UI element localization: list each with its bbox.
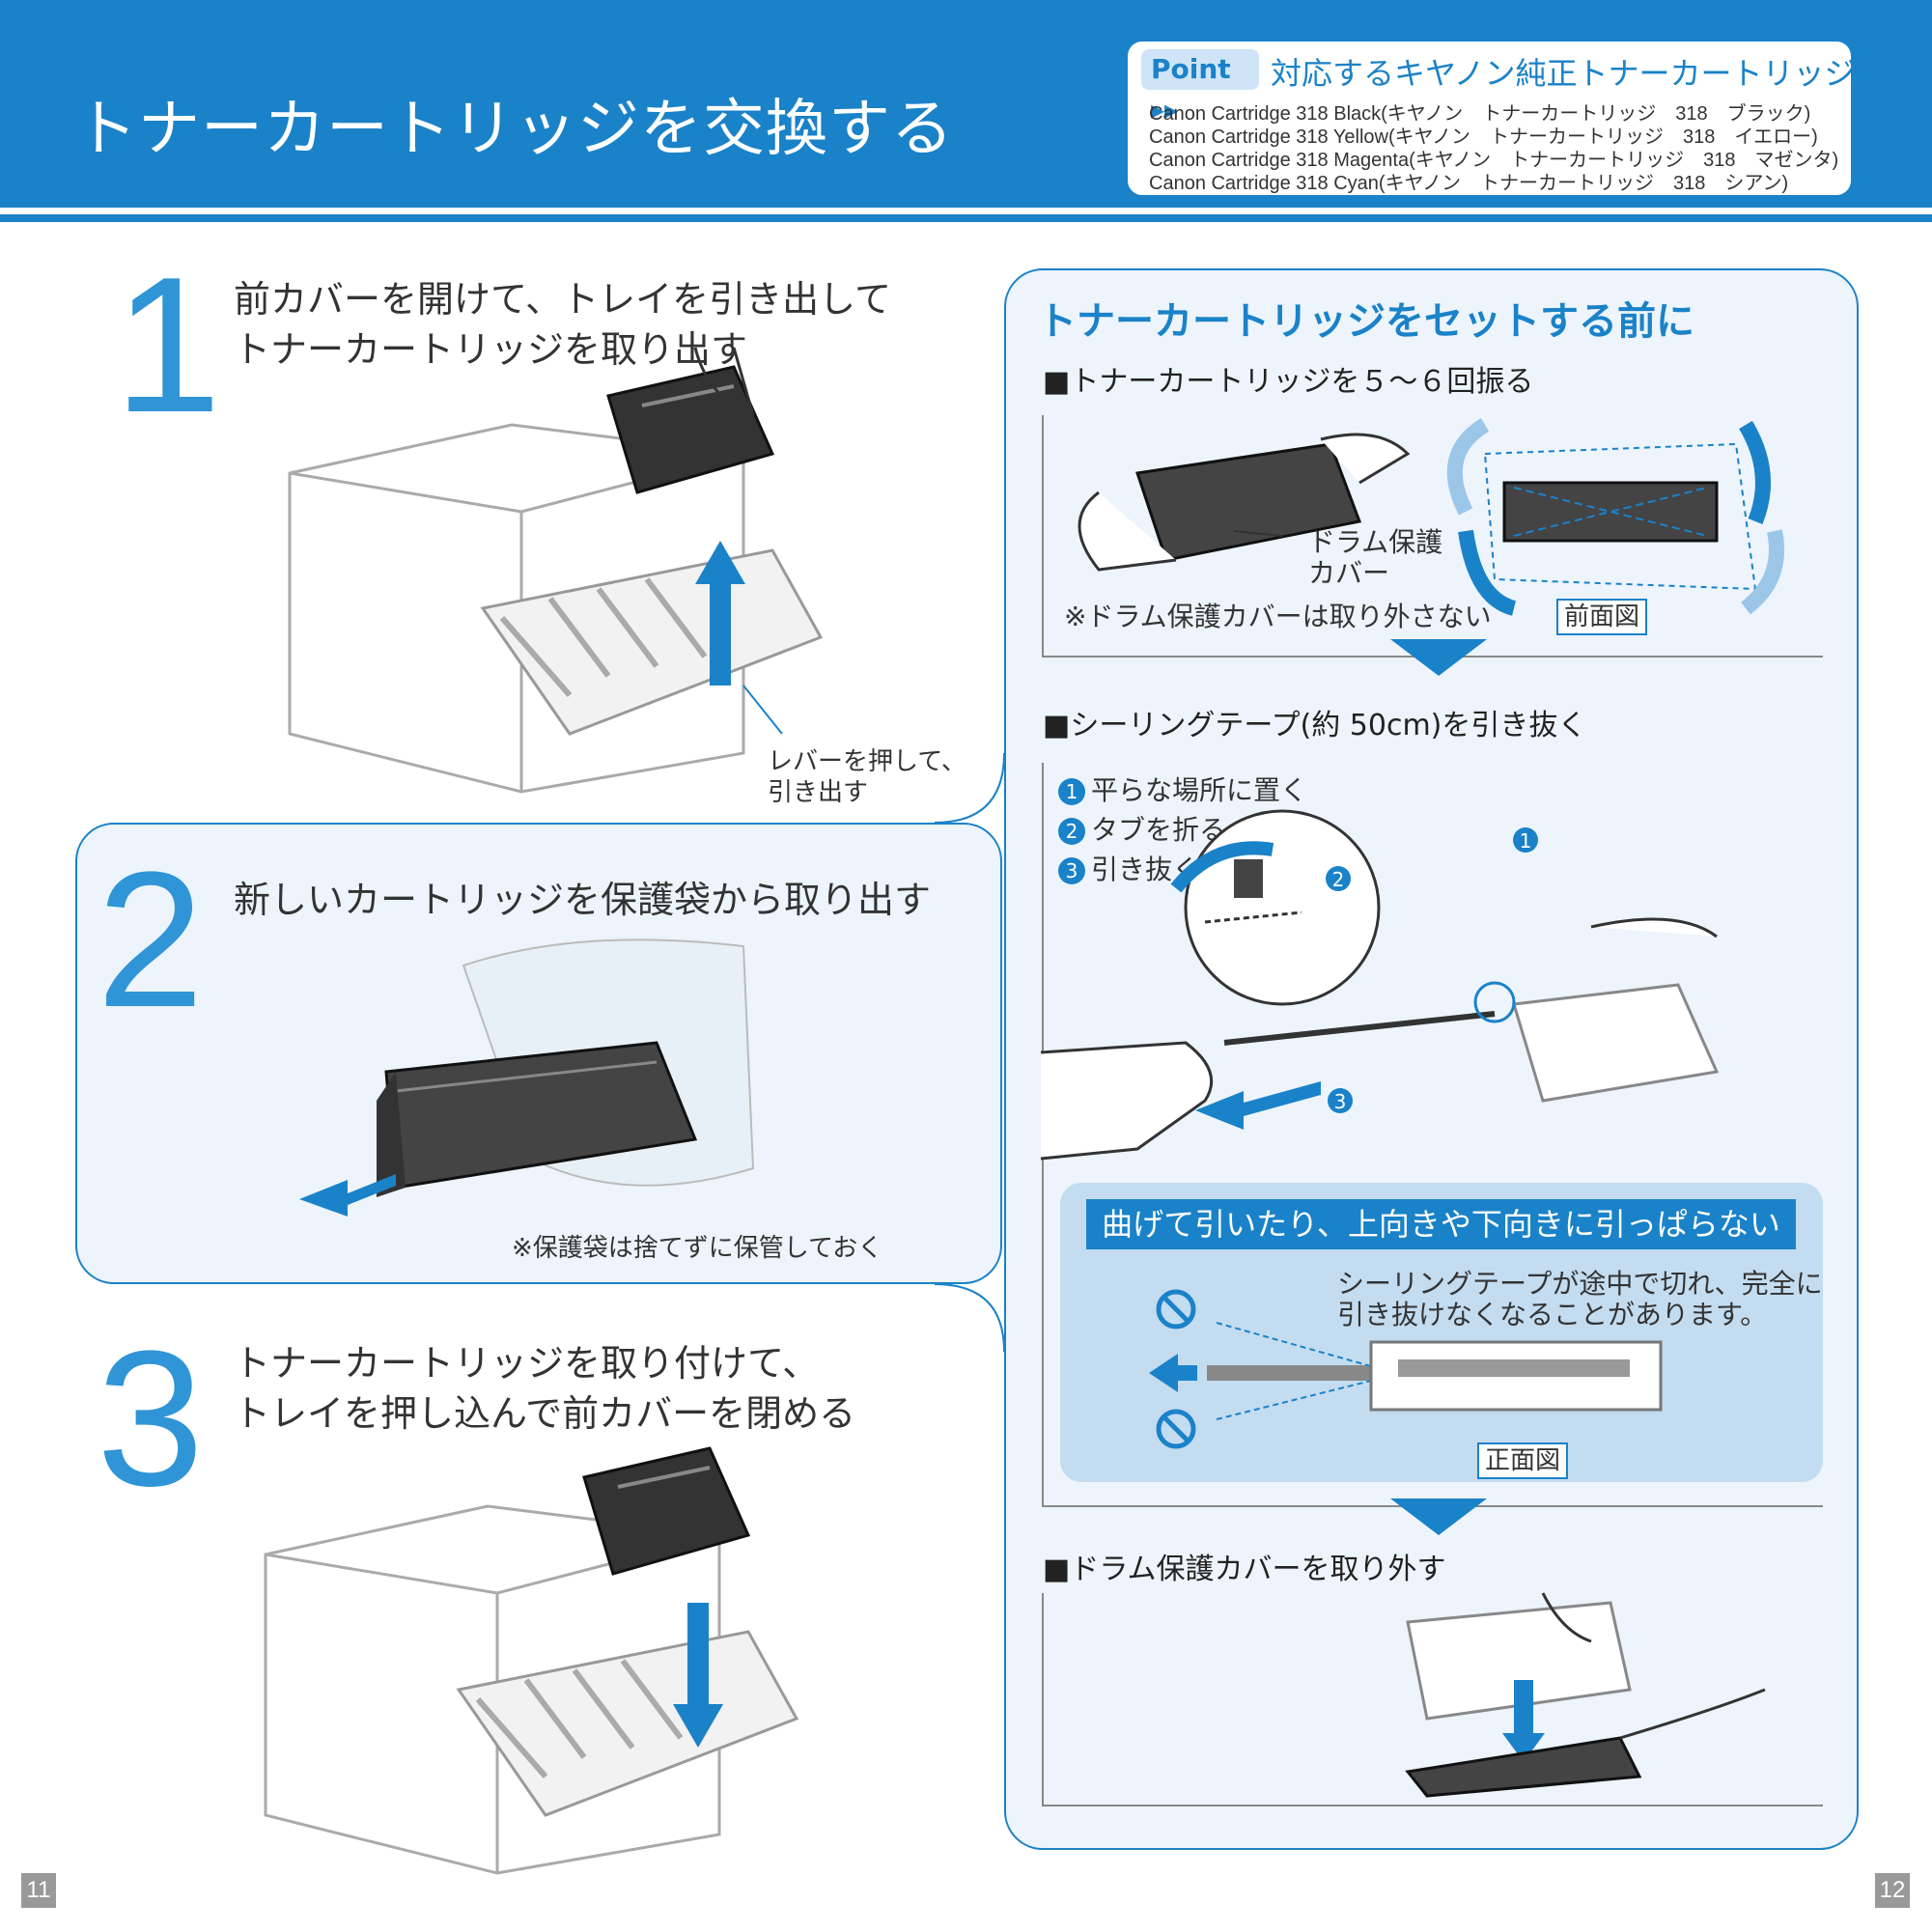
cartridge-magenta: Canon Cartridge 318 Magenta(キヤノン トナーカートリ… xyxy=(1149,150,1839,171)
svg-text:2: 2 xyxy=(1332,868,1345,891)
drum-cover-label-line2: カバー xyxy=(1308,557,1390,589)
svg-text:1: 1 xyxy=(1520,829,1532,853)
seal-pull-direction-illustration xyxy=(1149,1289,1663,1449)
step-number-icon: 1 xyxy=(1058,778,1085,805)
step3-text-line1: トナーカートリッジを取り付けて、 xyxy=(234,1342,820,1385)
drum-cover-label-line1: ドラム保護 xyxy=(1308,526,1443,558)
seal-tape-illustration: 1 3 2 xyxy=(1040,763,1823,1507)
drum-heading: ■ドラム保護カバーを取り外す xyxy=(1043,1553,1446,1586)
printer-remove-illustration xyxy=(288,347,824,794)
lever-note-line2: 引き出す xyxy=(768,778,869,807)
prohibited-icon xyxy=(1156,1409,1196,1449)
header-rule xyxy=(0,214,1932,222)
down-triangle-icon xyxy=(1390,639,1487,676)
page-title: トナーカートリッジを交換する xyxy=(75,94,954,165)
svg-text:3: 3 xyxy=(1334,1090,1347,1113)
step2-text: 新しいカートリッジを保護袋から取り出す xyxy=(234,879,932,921)
cartridge-cyan: Canon Cartridge 318 Cyan(キヤノン トナーカートリッジ … xyxy=(1149,173,1789,194)
cartridge-in-bag-illustration xyxy=(299,938,755,1217)
lever-note-line1: レバーを押して、 xyxy=(768,747,966,776)
shake-heading: ■トナーカートリッジを５～６回振る xyxy=(1043,365,1534,399)
step-number-icon: 3 xyxy=(1058,857,1085,884)
step3-number: 3 xyxy=(97,1311,205,1526)
warning-text-line2: 引き抜けなくなることがあります。 xyxy=(1337,1299,1768,1330)
printer-insert-illustration xyxy=(264,1446,799,1875)
step3-text-line2: トレイを押し込んで前カバーを閉める xyxy=(234,1392,856,1435)
front-face-view-label: 正面図 xyxy=(1477,1442,1569,1479)
step1-number: 1 xyxy=(114,238,222,453)
shake-section-frame xyxy=(1042,415,1823,658)
prohibited-icon xyxy=(1156,1289,1196,1330)
page-number-right: 12 xyxy=(1875,1873,1910,1908)
cartridge-yellow: Canon Cartridge 318 Yellow(キヤノン トナーカートリッ… xyxy=(1149,126,1818,148)
cartridge-black: Canon Cartridge 318 Black(キヤノン トナーカートリッジ… xyxy=(1149,103,1811,125)
front-view-label: 前面図 xyxy=(1556,599,1648,635)
point-tag: Point ▸▸ xyxy=(1141,49,1259,126)
double-chevron-icon: ▸▸ xyxy=(1151,94,1179,126)
seal-heading: ■シーリングテープ(約 50cm)を引き抜く xyxy=(1043,709,1587,742)
page-number-left: 11 xyxy=(21,1873,56,1908)
warning-text-line1: シーリングテープが途中で切れ、完全に xyxy=(1337,1268,1823,1300)
point-heading: 対応するキヤノン純正トナーカートリッジ xyxy=(1271,55,1856,92)
bag-note: ※保護袋は捨てずに保管しておく xyxy=(512,1234,883,1263)
step1-text-line1: 前カバーを開けて、トレイを引き出して xyxy=(234,278,891,321)
step-number-icon: 2 xyxy=(1058,818,1085,845)
point-box: Point ▸▸ 対応するキヤノン純正トナーカートリッジ Canon Cartr… xyxy=(1125,39,1856,198)
step1-text-line2: トナーカートリッジを取り出す xyxy=(234,328,748,371)
down-triangle-icon xyxy=(1390,1498,1487,1535)
before-setting-title: トナーカートリッジをセットする前に xyxy=(1038,299,1694,344)
drum-cover-removal-illustration xyxy=(1042,1592,1823,1806)
shake-note: ※ドラム保護カバーは取り外さない xyxy=(1064,601,1492,632)
warning-title: 曲げて引いたり、上向きや下向きに引っぱらない xyxy=(1086,1199,1796,1249)
step2-number: 2 xyxy=(97,832,205,1048)
